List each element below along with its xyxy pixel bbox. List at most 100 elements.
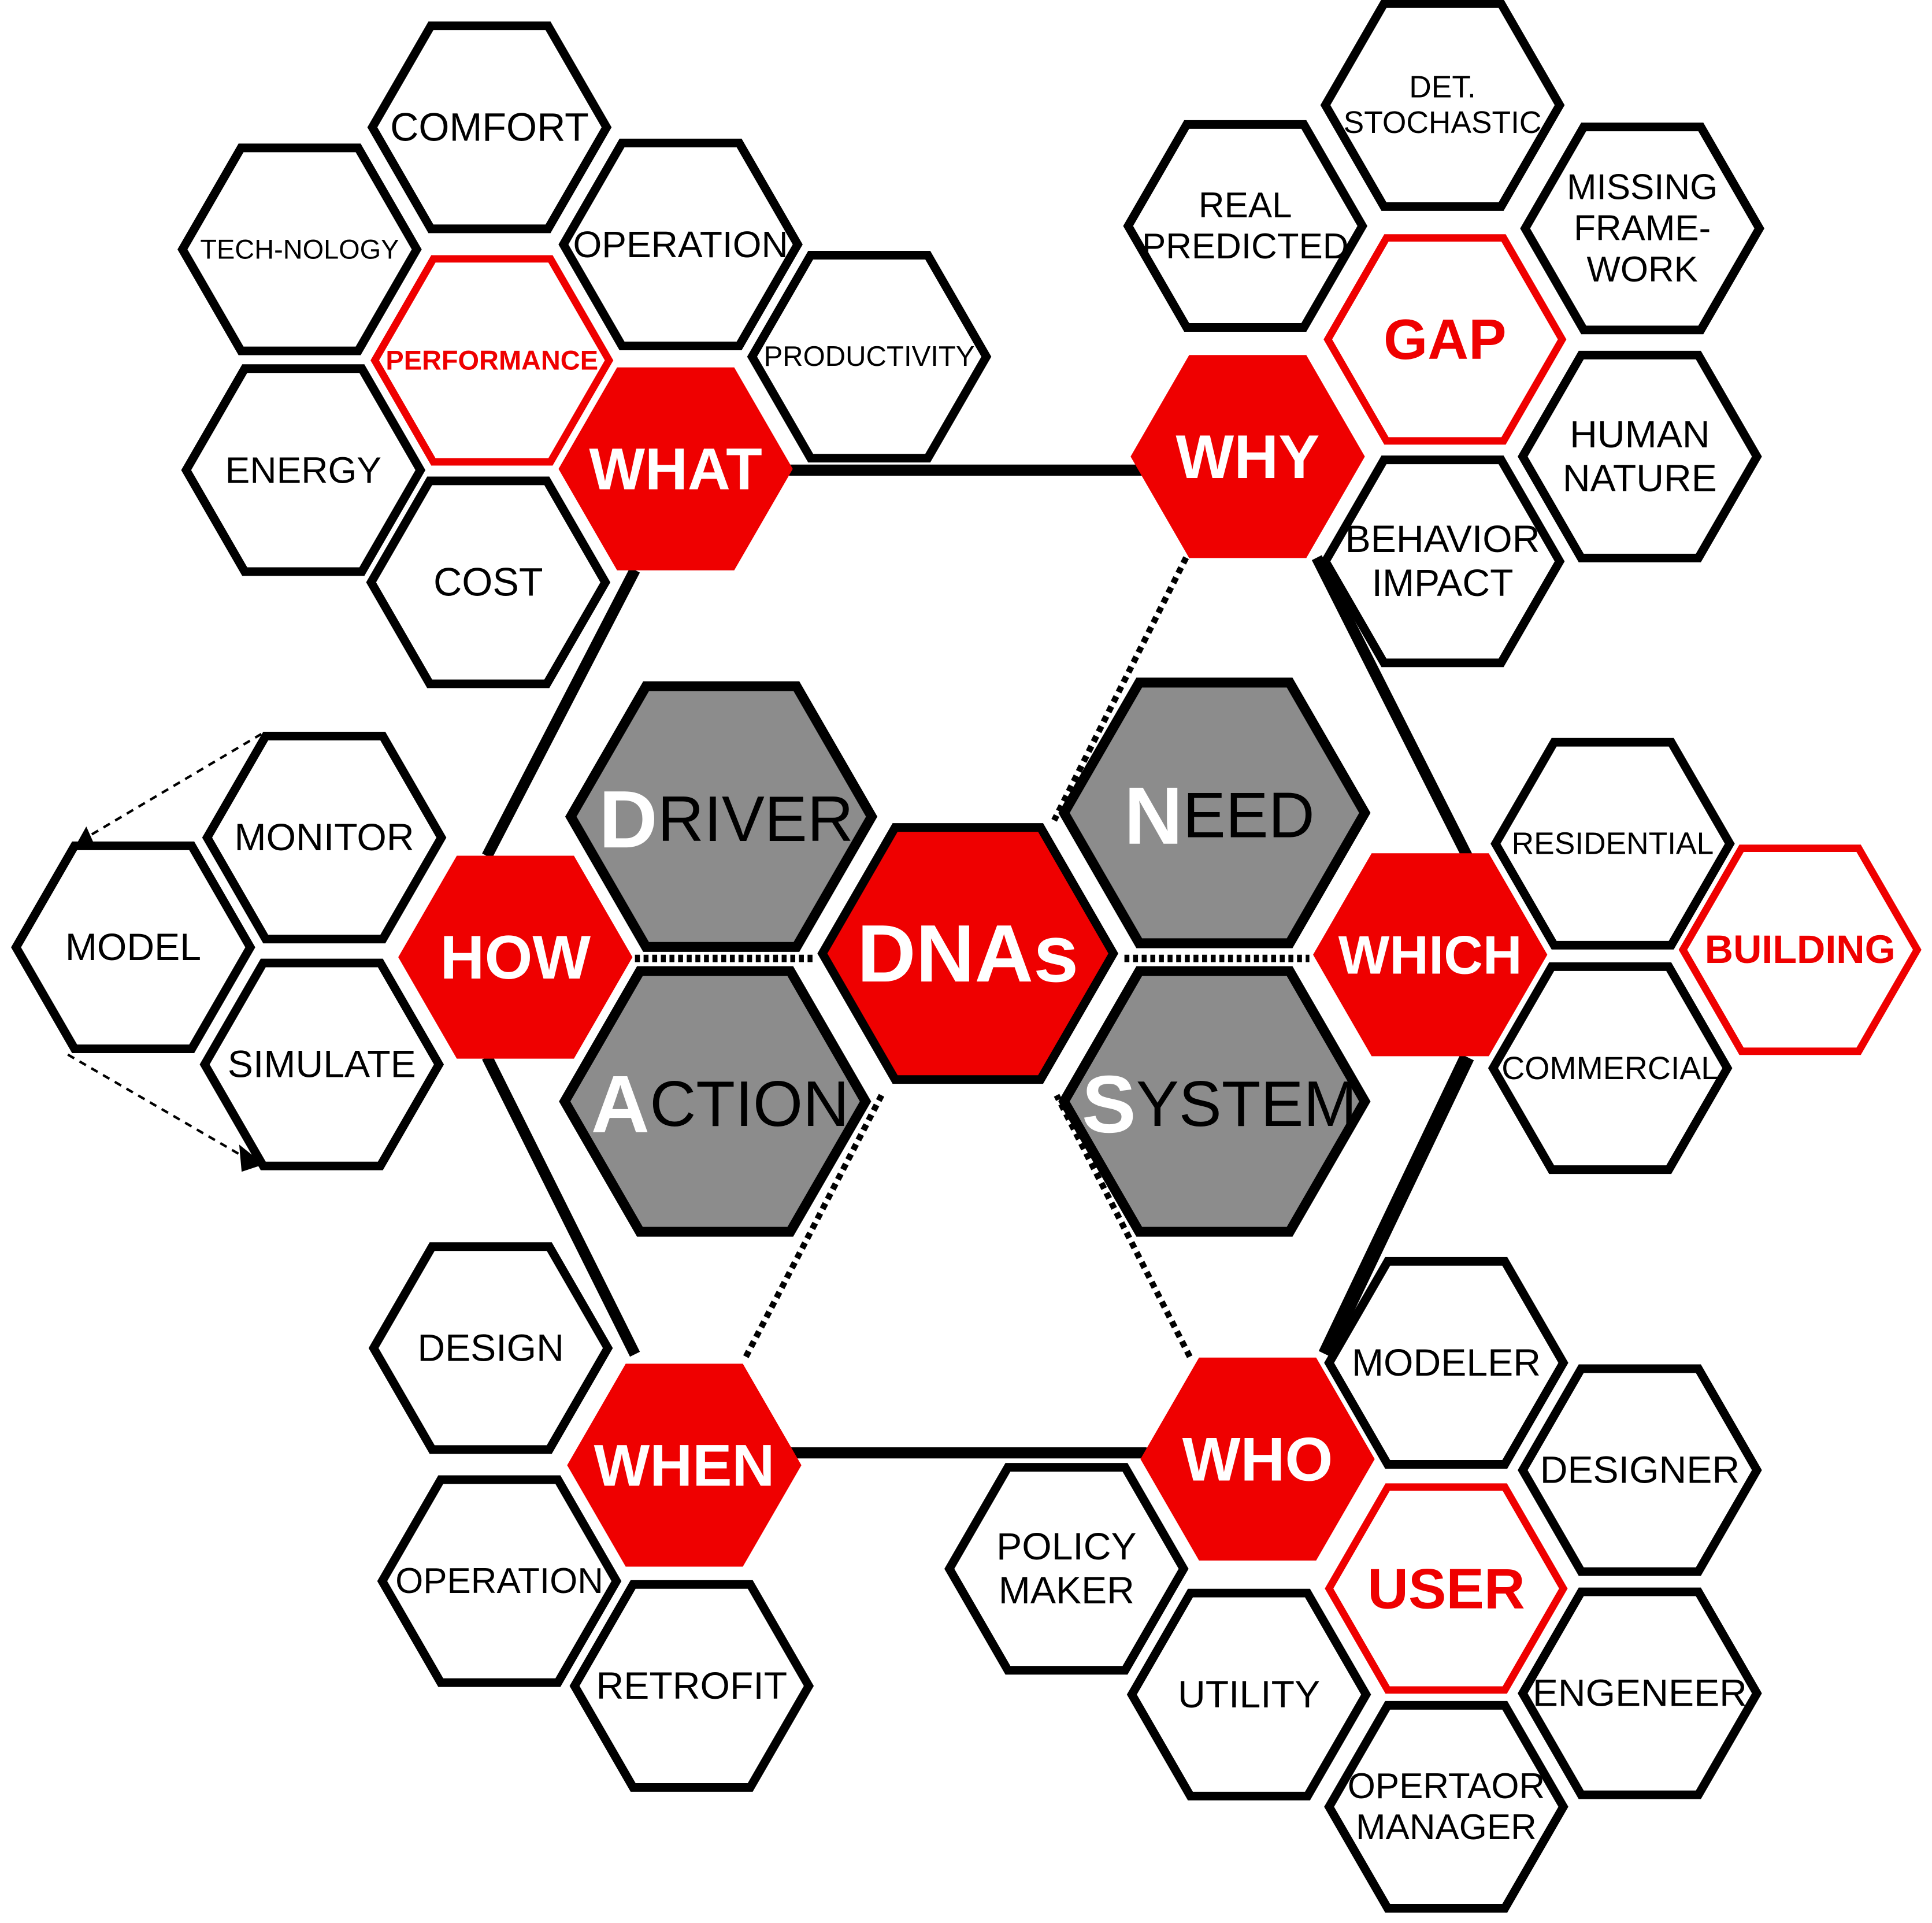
hex-need: NEED	[1058, 677, 1371, 948]
hex-driver: DRIVER	[565, 681, 878, 952]
hex-designer-shape	[1518, 1364, 1762, 1576]
hex-need-shape	[1058, 677, 1371, 948]
hex-action-label: ACTION	[591, 1058, 850, 1149]
hex-human-nature-shape	[1518, 350, 1762, 562]
hex-when: WHEN	[567, 1363, 802, 1567]
hex-gap-label: GAP	[1384, 307, 1507, 371]
hex-policy-maker-label: POLICY	[996, 1525, 1137, 1568]
hex-how: HOW	[398, 855, 633, 1059]
hex-behavior-impact-label: BEHAVIOR	[1345, 518, 1540, 561]
hex-modeler-label: MODELER	[1352, 1342, 1541, 1384]
hex-missing-framework-label: WORK	[1586, 250, 1697, 290]
hex-need-initial: N	[1124, 770, 1183, 861]
hex-cost-shape	[366, 476, 611, 688]
hex-operation-when-shape	[377, 1475, 622, 1687]
hex-simulate-shape	[199, 958, 444, 1170]
hex-engeneer-shape	[1518, 1587, 1762, 1799]
hex-human-nature-label: HUMAN	[1570, 413, 1709, 456]
hex-energy: ENERGY	[181, 364, 426, 576]
hex-policy-maker-label: MAKER	[999, 1569, 1134, 1612]
hex-which-shape	[1313, 853, 1548, 1057]
hex-action-shape	[559, 966, 872, 1237]
hex-simulate-label: SIMULATE	[228, 1043, 416, 1086]
hex-real-predicted-shape	[1123, 120, 1368, 332]
hex-technology-shape	[177, 143, 422, 355]
hex-system-initial: S	[1082, 1058, 1136, 1149]
hex-who: WHO	[1140, 1357, 1375, 1561]
hex-behavior-impact-shape	[1320, 455, 1565, 668]
hex-gap-shape	[1323, 234, 1567, 445]
hex-monitor-label: MONITOR	[235, 816, 414, 859]
hex-missing-framework-label: FRAME-	[1574, 209, 1711, 249]
hex-dnas-label: DNAs	[857, 908, 1078, 999]
hex-modeler: MODELER	[1324, 1257, 1568, 1469]
hex-model: MODEL	[11, 841, 255, 1054]
hex-user-label: USER	[1367, 1557, 1525, 1620]
hex-system-label: SYSTEM	[1082, 1058, 1357, 1149]
hex-energy-shape	[181, 364, 426, 576]
hex-system-shape	[1058, 966, 1371, 1237]
dots-who-system	[1054, 1094, 1193, 1358]
hex-policy-maker-shape	[944, 1463, 1189, 1675]
hex-retrofit: RETROFIT	[569, 1580, 814, 1792]
hex-comfort-label: COMFORT	[390, 105, 589, 149]
hex-why-label: WHY	[1176, 422, 1320, 491]
hex-behavior-impact-label: IMPACT	[1372, 562, 1514, 605]
hex-technology-label: TECH-NOLOGY	[200, 234, 399, 264]
hex-operator-manager-label: OPERTAOR	[1348, 1766, 1545, 1806]
edge-why-which	[1311, 555, 1473, 859]
hex-monitor-shape	[202, 732, 447, 944]
hex-performance-label: PERFORMANCE	[385, 345, 598, 375]
hex-which-label: WHICH	[1338, 924, 1522, 985]
hex-residential: RESIDENTIAL	[1490, 738, 1735, 950]
hex-operator-manager-shape	[1324, 1700, 1568, 1913]
hex-design-label: DESIGN	[417, 1327, 564, 1369]
edge-what-how	[482, 567, 640, 859]
hex-cost: COST	[366, 476, 611, 688]
hex-need-label: NEED	[1124, 770, 1315, 861]
hex-design: DESIGN	[368, 1242, 613, 1454]
hex-driver-label: DRIVER	[599, 774, 854, 865]
hex-retrofit-shape	[569, 1580, 814, 1792]
hex-det-stochastic-shape	[1320, 0, 1565, 211]
hex-why: WHY	[1130, 355, 1365, 558]
hex-driver-initial: D	[599, 774, 658, 865]
hex-who-label: WHO	[1182, 1424, 1333, 1494]
hex-real-predicted-label: REAL	[1199, 186, 1292, 225]
hex-utility-label: UTILITY	[1178, 1673, 1320, 1716]
hex-productivity-shape	[747, 251, 992, 463]
hex-technology: TECH-NOLOGY	[177, 143, 422, 355]
hex-driver-rest: RIVER	[658, 783, 854, 855]
edge-which-who	[1318, 1054, 1474, 1358]
hex-det-stochastic-label: STOCHASTIC	[1344, 106, 1542, 140]
hex-what-shape	[558, 367, 793, 570]
hex-operation-what-shape	[558, 138, 803, 350]
hex-performance: PERFORMANCE	[370, 255, 614, 466]
hex-det-stochastic-label: DET.	[1409, 71, 1476, 105]
edge-how-when	[482, 1054, 640, 1357]
hex-user: USER	[1325, 1483, 1568, 1694]
hex-energy-label: ENERGY	[225, 449, 381, 491]
hex-missing-framework-shape	[1520, 123, 1764, 335]
hex-dnas: DNAs	[817, 823, 1119, 1084]
hex-utility: UTILITY	[1126, 1588, 1371, 1800]
hex-residential-shape	[1490, 738, 1735, 950]
hex-comfort-shape	[367, 21, 612, 234]
hex-which: WHICH	[1313, 853, 1548, 1057]
hex-retrofit-label: RETROFIT	[596, 1665, 788, 1707]
hex-productivity: PRODUCTIVITY	[747, 251, 992, 463]
hex-action: ACTION	[559, 966, 872, 1237]
hex-action-rest: CTION	[650, 1068, 849, 1140]
hex-design-shape	[368, 1242, 613, 1454]
hex-system: SYSTEM	[1058, 966, 1371, 1237]
hex-performance-shape	[370, 255, 614, 466]
hex-engeneer: ENGENEER	[1518, 1587, 1762, 1799]
dots-when-action	[743, 1094, 885, 1358]
arrow-model-simulate	[67, 1053, 260, 1167]
